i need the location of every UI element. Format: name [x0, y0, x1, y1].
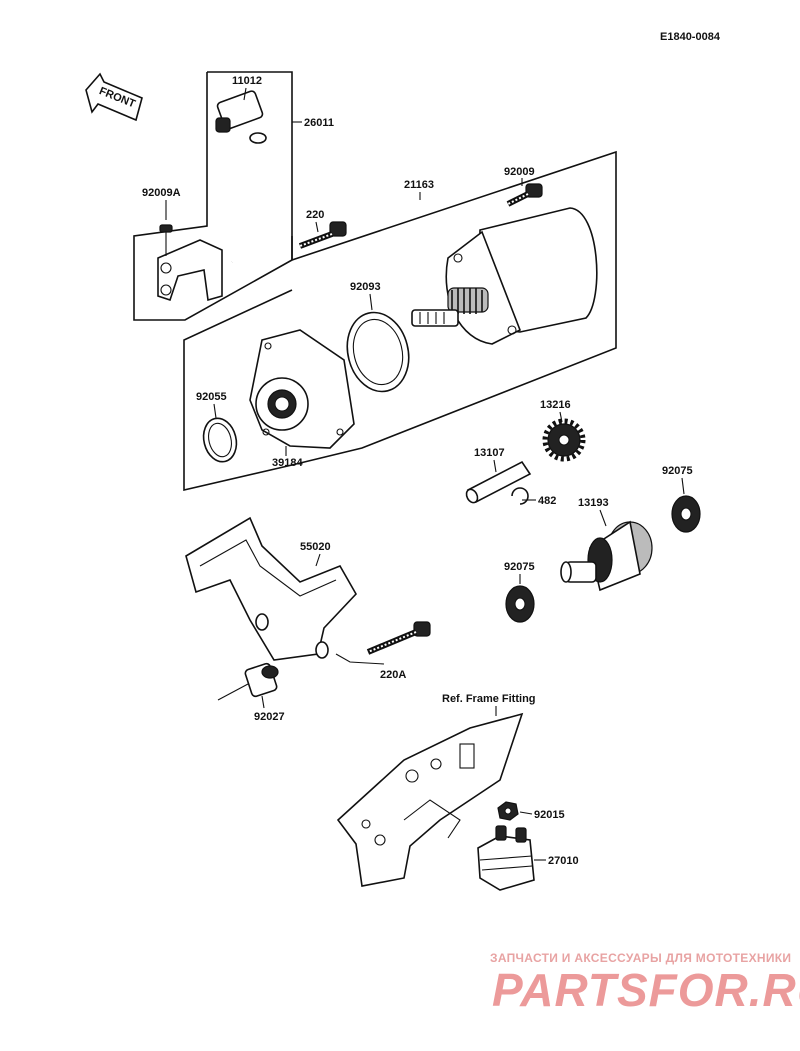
- o-ring-92093: [346, 311, 410, 393]
- label-220: 220: [306, 209, 324, 221]
- nut-92015: [497, 801, 519, 821]
- wire-lead-assembly: [157, 90, 267, 302]
- shaft-13107: [465, 460, 532, 504]
- ref-frame-fitting-label: Ref. Frame Fitting: [442, 693, 536, 705]
- label-92027: 92027: [254, 711, 285, 723]
- label-92009a: 92009A: [142, 187, 181, 199]
- label-92015: 92015: [534, 809, 565, 821]
- washer-92075-right: [671, 495, 701, 533]
- label-39184: 39184: [272, 457, 303, 469]
- bolt-220: [298, 221, 347, 249]
- watermark-tagline: ЗАПЧАСТИ И АКСЕССУАРЫ ДЛЯ МОТОТЕХНИКИ: [490, 951, 791, 965]
- label-92075-right: 92075: [662, 465, 693, 477]
- label-13193: 13193: [578, 497, 609, 509]
- label-13216: 13216: [540, 399, 571, 411]
- collar-92027: [217, 662, 279, 701]
- label-13107: 13107: [474, 447, 505, 459]
- label-11012: 11012: [232, 75, 262, 87]
- label-92009: 92009: [504, 166, 535, 178]
- label-55020: 55020: [300, 541, 331, 553]
- label-220a: 220A: [380, 669, 406, 681]
- watermark-brand: PARTSFOR.RU: [492, 964, 800, 1016]
- label-21163: 21163: [404, 179, 434, 191]
- label-26011: 26011: [304, 117, 334, 129]
- label-92075-left: 92075: [504, 561, 535, 573]
- o-ring-92055: [202, 417, 238, 463]
- starter-clutch-13193: [560, 520, 653, 592]
- gear-13216: [542, 418, 586, 462]
- label-482: 482: [538, 495, 556, 507]
- starter-motor-frame: [183, 150, 617, 492]
- washer-92075-left: [505, 585, 535, 623]
- front-arrow-icon: FRONT: [85, 72, 143, 122]
- starter-motor: [411, 207, 598, 345]
- wire-lead-frame: [133, 71, 293, 321]
- frame-fitting-plate: [336, 712, 524, 887]
- label-92055: 92055: [196, 391, 227, 403]
- guard-55020: [185, 516, 357, 661]
- starter-relay-27010: [477, 825, 535, 891]
- label-27010: 27010: [548, 855, 579, 867]
- diagram-code: E1840-0084: [660, 31, 721, 43]
- label-92093: 92093: [350, 281, 381, 293]
- circlip-482: [511, 487, 529, 505]
- bolt-220a: [366, 621, 431, 655]
- cover-39184: [249, 329, 355, 449]
- bolt-92009: [506, 183, 543, 207]
